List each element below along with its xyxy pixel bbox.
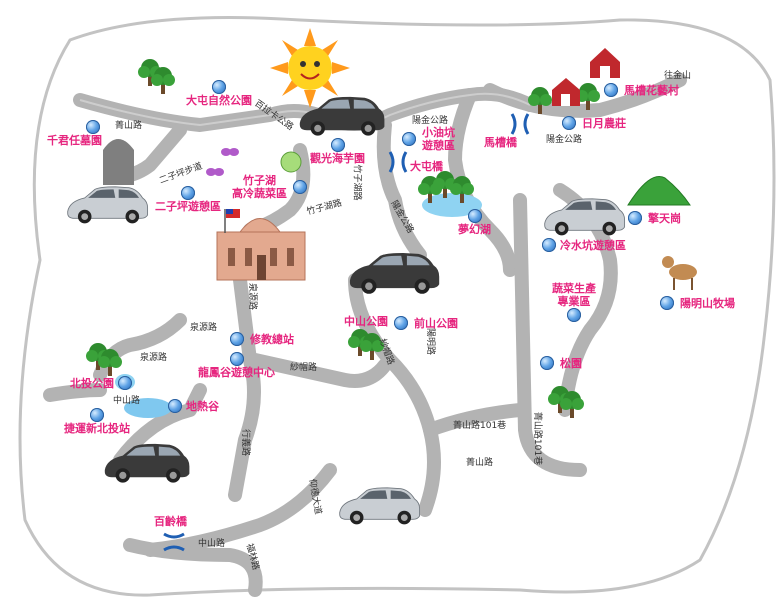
poi-guanguang-taro[interactable]: 觀光海芋園 (310, 138, 365, 165)
poi-veg-zone[interactable]: 蔬菜生產 專業區 (552, 282, 596, 322)
road-label: 行義路 (240, 428, 251, 457)
poi-macao-bridge[interactable]: 馬槽橋 (484, 136, 517, 149)
poi-qianshan-park[interactable]: 前山公園 (394, 316, 458, 330)
poi-marker-icon (168, 399, 182, 413)
road-label: 菁山路 (115, 121, 143, 131)
road-label: 菁山路 (466, 458, 494, 468)
poi-marker-icon (118, 376, 132, 390)
car-icon (544, 198, 626, 236)
menghuan-lake-icon (422, 193, 482, 217)
road-label: 竹子湖路 (351, 164, 362, 201)
poi-riyue-farm[interactable]: 日月農莊 (562, 116, 626, 130)
barn-icon (552, 48, 620, 106)
poi-marker-icon (230, 332, 244, 346)
poi-marker-icon (212, 80, 226, 94)
poi-macao-village[interactable]: 馬槽花藝村 (604, 83, 679, 97)
car-icon (104, 443, 190, 483)
poi-mrt-xinbeitou[interactable]: 捷運新北投站 (64, 408, 130, 435)
car-icon (299, 96, 385, 136)
road-label: 菁山路101巷 (532, 411, 543, 466)
poi-marker-icon (567, 308, 581, 322)
poi-zhongshan-park[interactable]: 中山公園 (344, 315, 388, 328)
poi-dawei-park[interactable]: 大屯自然公園 (186, 80, 252, 107)
road-label: 泉源路 (190, 323, 218, 333)
poi-longfenggu[interactable]: 龍鳳谷遊憩中心 (198, 352, 275, 379)
poi-lengshuikeng[interactable]: 冷水坑遊憩區 (542, 238, 626, 252)
poi-dirigu[interactable]: 地熱谷 (168, 399, 219, 413)
poi-qianjun-cemetery[interactable]: 千君任墓園 (47, 120, 102, 147)
poi-marker-icon (394, 316, 408, 330)
cabbage-icon (280, 151, 302, 173)
road-label: 中山路 (113, 396, 141, 406)
road-label: 陽明路 (425, 327, 436, 356)
map-boundary (18, 16, 776, 597)
poi-qingtian-gang[interactable]: 擎天崗 (628, 211, 681, 225)
road-label: 菁山路101巷 (453, 421, 507, 431)
qingtian-mountain-icon (627, 176, 691, 206)
poi-songyuan[interactable]: 松園 (540, 356, 582, 370)
poi-marker-icon (660, 296, 674, 310)
car-icon (67, 186, 149, 224)
poi-bailing-bridge[interactable]: 百齡橋 (154, 515, 187, 528)
tombstone-icon (103, 139, 134, 185)
tree-cluster-nw (138, 59, 175, 94)
bridge-icon (510, 112, 530, 136)
poi-marker-icon (330, 138, 345, 152)
bridge-icon (388, 150, 408, 174)
poi-menghuan-lake[interactable]: 夢幻湖 (458, 209, 491, 236)
poi-marker-icon (604, 83, 618, 97)
poi-marker-icon (86, 120, 100, 134)
poi-marker-icon (542, 238, 556, 252)
poi-erziping-rest[interactable]: 二子坪遊憩區 (155, 186, 221, 213)
taiwan-flag-icon (224, 209, 240, 233)
poi-datun-bridge[interactable]: 大屯橋 (410, 160, 443, 173)
poi-marker-icon (402, 132, 416, 146)
poi-jiaojiao-hq[interactable]: 修教總站 (230, 332, 294, 346)
poi-marker-icon (562, 116, 576, 130)
car-icon (339, 487, 421, 525)
poi-marker-icon (540, 356, 554, 370)
poi-zhuzihu-veg[interactable]: 竹子湖 高冷蔬菜區 (232, 174, 307, 200)
poi-marker-icon (90, 408, 104, 422)
poi-yangmingshan-ranch[interactable]: 陽明山牧場 (660, 296, 735, 310)
poi-marker-icon (628, 211, 642, 225)
building-icon (216, 218, 306, 281)
cow-icon (662, 256, 697, 290)
poi-marker-icon (181, 186, 195, 200)
poi-marker-icon (467, 209, 482, 223)
poi-marker-icon (229, 352, 244, 366)
road-label: 陽金公路 (412, 116, 449, 126)
road-label: 泉源路 (140, 353, 168, 363)
road-label: 中山路 (198, 539, 226, 549)
butterfly-icon (206, 148, 239, 176)
poi-beitou-park[interactable]: 北投公園 (70, 376, 132, 390)
road-label: 紗帽路 (290, 363, 318, 373)
road-label: 陽金公路 (546, 135, 583, 145)
road-label: 往金山 (664, 71, 692, 81)
dirigu-lake-icon (124, 398, 172, 418)
poi-marker-icon (293, 180, 307, 194)
car-icon (349, 252, 440, 294)
poi-xiaoyoukeng[interactable]: 小油坑 遊憩區 (402, 126, 455, 152)
sun-icon (270, 28, 350, 108)
road-label: 泉源路 (247, 282, 258, 311)
